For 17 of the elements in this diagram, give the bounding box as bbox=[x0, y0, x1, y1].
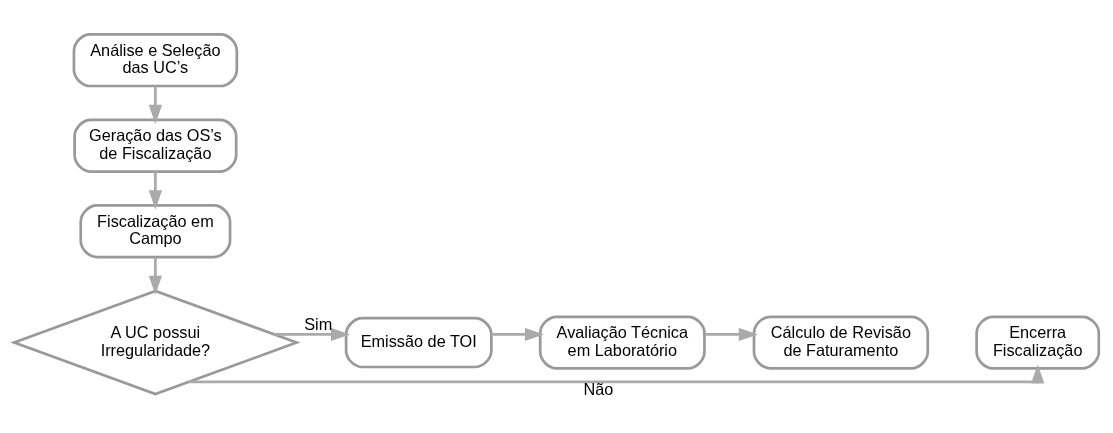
node-box: Geração das OS’s de Fiscalização bbox=[73, 118, 238, 173]
arrow bbox=[491, 327, 544, 341]
arrow bbox=[274, 327, 350, 341]
node-box: Emissão de TOI bbox=[344, 316, 493, 368]
arrow bbox=[148, 85, 163, 124]
node-box: Avaliação Técnica em Laboratório bbox=[538, 314, 706, 370]
edge-label: Sim bbox=[304, 314, 333, 333]
node-box: Cálculo de Revisão de Faturamento bbox=[752, 314, 930, 370]
arrow bbox=[704, 327, 758, 341]
arrow bbox=[148, 171, 163, 209]
arrow bbox=[188, 364, 1045, 384]
edge-label: Não bbox=[583, 379, 614, 398]
node-box: Fiscalização em Campo bbox=[79, 203, 232, 258]
arrow bbox=[148, 256, 163, 295]
node-box: Análise e Seleção das UC’s bbox=[72, 32, 239, 87]
node-diamond: A UC possui Irregularidade? bbox=[10, 289, 301, 396]
node-box: Encerra Fiscalização bbox=[975, 314, 1101, 370]
